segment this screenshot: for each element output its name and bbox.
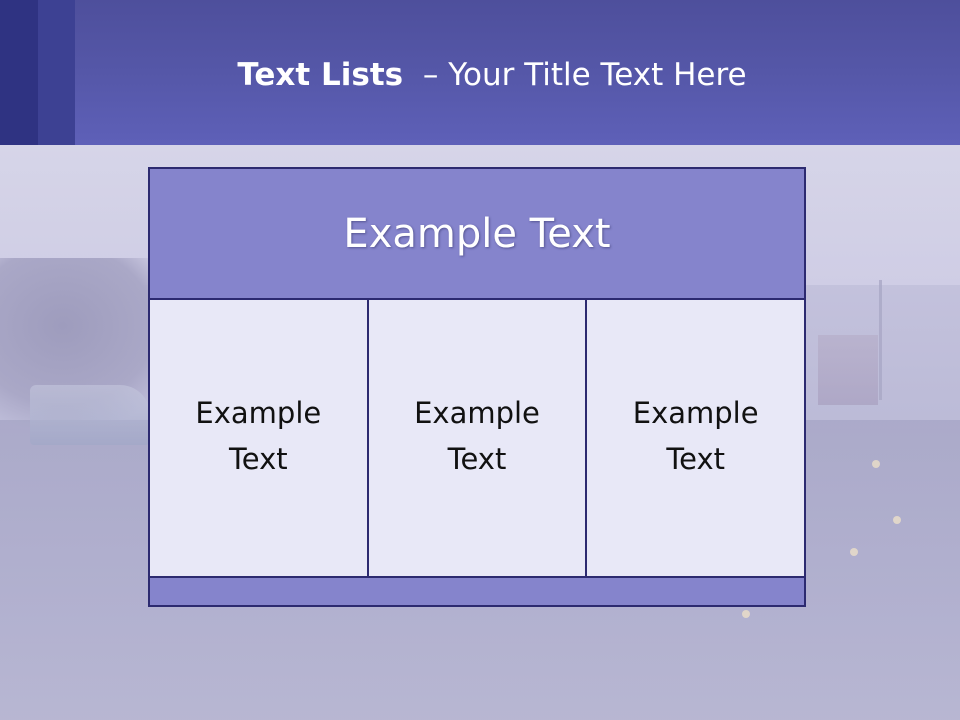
background-mast — [879, 280, 882, 400]
slide-title: Text Lists – Your Title Text Here — [0, 54, 960, 96]
corner-accent — [38, 0, 75, 145]
slide-title-subtitle: – Your Title Text Here — [422, 57, 747, 93]
background-light — [742, 610, 750, 618]
column-box-2: Example Text — [366, 300, 586, 576]
column-text: Example Text — [195, 396, 322, 476]
background-house — [818, 335, 878, 405]
header-box: Example Text — [150, 169, 804, 300]
background-boat — [30, 385, 150, 445]
background-light — [872, 460, 880, 468]
columns: Example Text Example Text Example Text — [150, 300, 805, 576]
column-box-1: Example Text — [150, 300, 367, 576]
title-bar: Text Lists – Your Title Text Here — [0, 0, 960, 145]
background-light — [893, 516, 901, 524]
column-text: Example Text — [414, 396, 540, 476]
column-text: Example Text — [632, 396, 759, 476]
column-box-3: Example Text — [585, 300, 805, 576]
corner-accent — [0, 0, 38, 145]
background-light — [850, 548, 858, 556]
header-text: Example Text — [343, 210, 611, 257]
text-list-diagram: Example Text Example Text Example Text E… — [148, 167, 806, 607]
slide-title-bold: Text Lists — [237, 57, 404, 93]
footer-box — [150, 576, 804, 605]
